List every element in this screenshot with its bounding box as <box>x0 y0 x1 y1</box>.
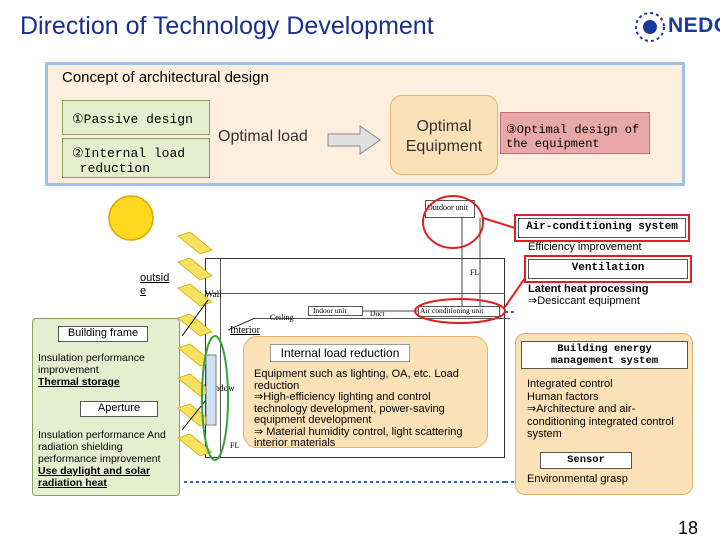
ac-unit-label: Air conditioning unit <box>420 306 484 315</box>
window-label: Window <box>204 383 235 393</box>
daylight-text: Use daylight and solar radiation heat <box>38 465 151 489</box>
ac-system-label: Air-conditioning system <box>526 221 678 233</box>
duct-lines <box>363 218 481 312</box>
concept-title: Concept of architectural design <box>62 69 269 86</box>
upper-floor-line <box>205 293 505 294</box>
bems-title-box <box>521 341 688 369</box>
ac-unit-highlight <box>414 298 506 324</box>
internal-reduction-text: Equipment such as lighting, OA, etc. Loa… <box>254 368 463 449</box>
ventilation-highlight <box>524 255 692 283</box>
nedo-logo-icon <box>635 12 665 42</box>
window-highlight <box>201 335 229 461</box>
environmental-grasp-label: Environmental grasp <box>527 473 628 485</box>
interior-pointer <box>227 317 256 331</box>
aperture-title: Aperture <box>97 402 141 414</box>
outdoor-unit-label: Outdoor unit <box>427 203 469 212</box>
indoor-unit-label: Indoor unit <box>313 306 347 315</box>
equipment-design-box <box>500 112 650 154</box>
thermal-storage-text: Thermal storage <box>38 376 120 388</box>
latent-heat-description: ⇒Desiccant equipment <box>528 295 640 307</box>
ventilation-box <box>528 259 688 279</box>
interior-label: Interior <box>230 325 260 336</box>
latent-heat-title: Latent heat processing <box>528 283 649 295</box>
optimal-equipment-box <box>390 95 498 175</box>
logo-text: NEDO <box>668 14 720 37</box>
latent-heat-text: Latent heat processing ⇒Desiccant equipm… <box>528 283 648 307</box>
window-glass <box>205 354 217 426</box>
internal-reduction-title: Internal load reduction <box>280 346 400 360</box>
building-frame-text: Insulation performance improvement Therm… <box>38 352 176 388</box>
red-connectors <box>482 217 526 308</box>
optimal-arrow-icon <box>327 125 381 155</box>
sensor-box <box>540 452 632 469</box>
aperture-description: Insulation performance And radiation shi… <box>38 429 166 465</box>
wall-line <box>220 258 221 458</box>
sensor-label: Sensor <box>567 454 605 466</box>
wall-label: Wall <box>205 289 222 299</box>
indoor-unit-box <box>308 306 363 316</box>
optimal-equipment-label: Optimal Equipment <box>405 118 483 155</box>
optimal-load-label: Optimal load <box>218 128 308 145</box>
slide-title: Direction of Technology Development <box>20 12 434 40</box>
ceiling-line <box>255 318 510 319</box>
equipment-design-label: ③Optimal design of the equipment <box>506 123 640 151</box>
bems-text: Integrated control Human factors ⇒Archit… <box>527 378 674 440</box>
passive-design-label: ①Passive design <box>72 112 193 127</box>
duct-label: Duct <box>370 309 385 318</box>
dotted-connectors <box>184 311 515 483</box>
aperture-title-box <box>80 401 158 417</box>
outdoor-unit-box <box>425 200 475 218</box>
page-number: 18 <box>678 518 699 538</box>
outdoor-unit-highlight <box>422 195 484 249</box>
ac-system-box <box>518 218 686 238</box>
fl-label-top: FL <box>470 268 480 277</box>
wall-arrow-icon <box>181 299 211 431</box>
ventilation-label: Ventilation <box>571 262 645 274</box>
ac-system-highlight <box>514 214 690 242</box>
building-frame-title-box <box>58 326 148 342</box>
internal-reduction-title-box <box>270 344 410 362</box>
ceiling-label: Ceiling <box>270 313 294 322</box>
building-frame-title: Building frame <box>67 327 139 339</box>
sun-icon <box>108 195 154 241</box>
sunlight-rays <box>177 231 213 457</box>
aperture-text: Insulation performance And radiation shi… <box>38 429 176 489</box>
efficiency-label: Efficiency improvement <box>528 241 642 253</box>
insulation-text: Insulation performance improvement <box>38 352 145 376</box>
ac-unit-box <box>418 306 500 317</box>
outside-label: outsid e <box>140 272 170 297</box>
internal-load-label: ②Internal load reduction <box>72 146 186 176</box>
fl-label-bottom: FL <box>230 441 240 450</box>
bems-title: Building energy management system <box>550 343 659 367</box>
passive-design-box <box>62 100 210 135</box>
internal-load-box <box>62 138 210 178</box>
